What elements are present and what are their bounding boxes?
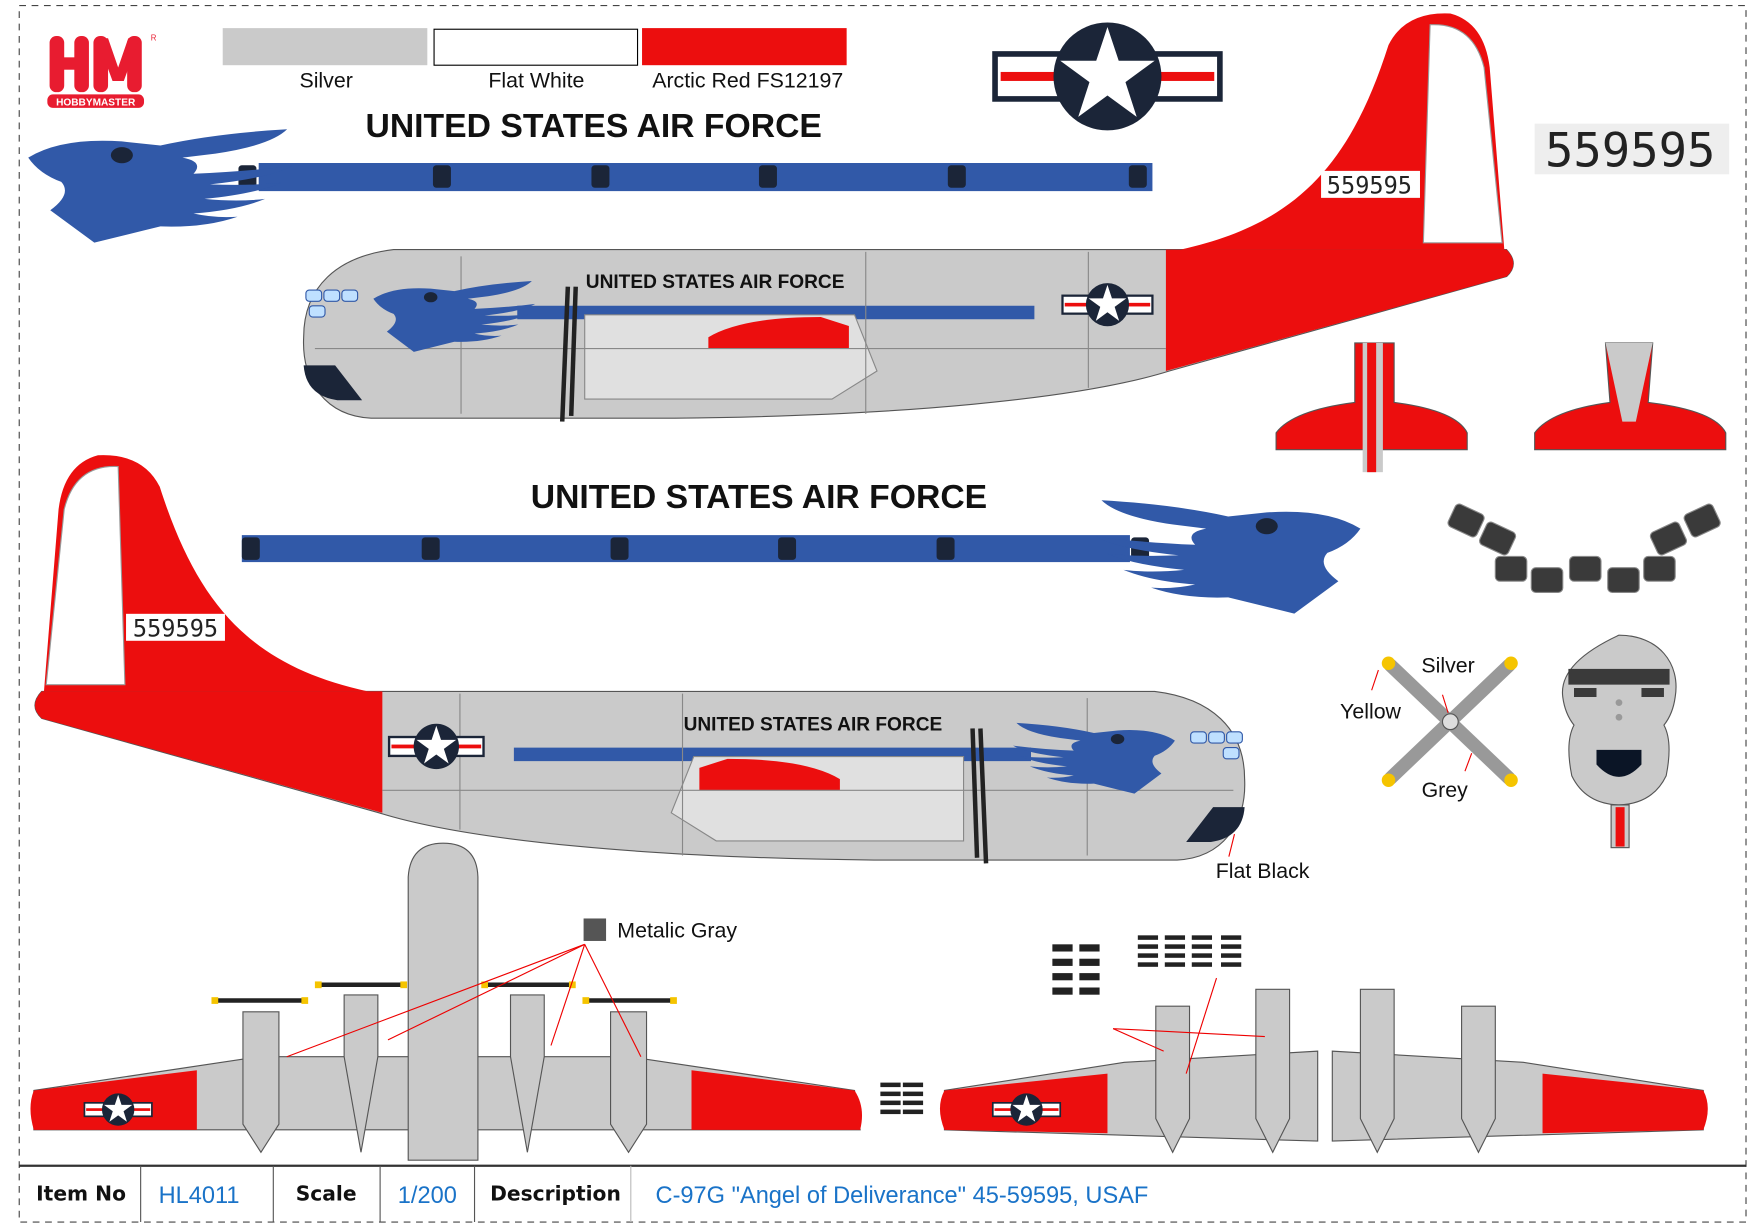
serial-box xyxy=(1534,123,1730,175)
metalic-gray-swatch xyxy=(583,918,607,941)
roundel-insignia xyxy=(995,22,1220,130)
logo-mark: R xyxy=(151,33,157,42)
fuselage-text-side2: UNITED STATES AIR FORCE xyxy=(684,715,943,736)
hobbymaster-logo: HOBBYMASTER R xyxy=(47,33,157,109)
cheatline-middle xyxy=(241,535,1130,563)
description-label: Description xyxy=(490,1182,621,1206)
side-view-left xyxy=(304,13,1514,421)
top-view-plan xyxy=(30,842,863,1161)
swatch-label-arctic-red: Arctic Red FS12197 xyxy=(652,69,843,93)
half-wing-views xyxy=(939,977,1708,1154)
callout-yellow: Yellow xyxy=(1340,699,1402,723)
callout-flat-black: Flat Black xyxy=(1216,859,1310,883)
front-view xyxy=(1561,634,1677,849)
fuselage-text-side1: UNITED STATES AIR FORCE xyxy=(586,272,845,293)
wing-emblem-middle xyxy=(1095,500,1361,614)
serial-large: 559595 xyxy=(1545,123,1716,178)
swatch-silver xyxy=(222,28,428,66)
side-view-right xyxy=(35,455,1245,863)
item-no-value: HL4011 xyxy=(159,1183,240,1209)
windscreen-decals xyxy=(1447,503,1721,594)
item-no-label: Item No xyxy=(36,1182,126,1206)
callout-grey: Grey xyxy=(1422,778,1469,802)
swatch-arctic-red xyxy=(642,28,847,66)
tail-plane-top-views xyxy=(1275,342,1727,473)
serial-tail-side2: 559595 xyxy=(133,614,218,642)
logo-brand: HOBBYMASTER xyxy=(56,98,136,109)
swatch-flat-white xyxy=(433,28,639,66)
callout-metalic-gray: Metalic Gray xyxy=(617,919,737,943)
callout-silver: Silver xyxy=(1421,653,1474,677)
cheatline-top xyxy=(258,163,1153,192)
metalic-gray-arrows xyxy=(286,943,642,1058)
swatch-label-silver: Silver xyxy=(299,69,352,93)
banner-top-text: UNITED STATES AIR FORCE xyxy=(365,107,821,145)
description-value: C-97G "Angel of Deliverance" 45-59595, U… xyxy=(656,1183,1149,1209)
scale-value: 1/200 xyxy=(398,1183,457,1209)
banner-middle-text: UNITED STATES AIR FORCE xyxy=(531,478,987,516)
color-swatches: Silver Flat White Arctic Red FS12197 xyxy=(222,28,847,93)
logo-letters-artwork xyxy=(49,35,142,93)
swatch-label-flat-white: Flat White xyxy=(488,69,584,93)
wing-emblem-top xyxy=(28,129,293,243)
serial-tail-side1: 559595 xyxy=(1327,171,1412,199)
propeller-diagram: Silver Yellow Grey xyxy=(1340,653,1518,802)
info-table: Item No HL4011 Scale 1/200 Description C… xyxy=(19,1164,1747,1223)
scale-label: Scale xyxy=(296,1182,357,1206)
